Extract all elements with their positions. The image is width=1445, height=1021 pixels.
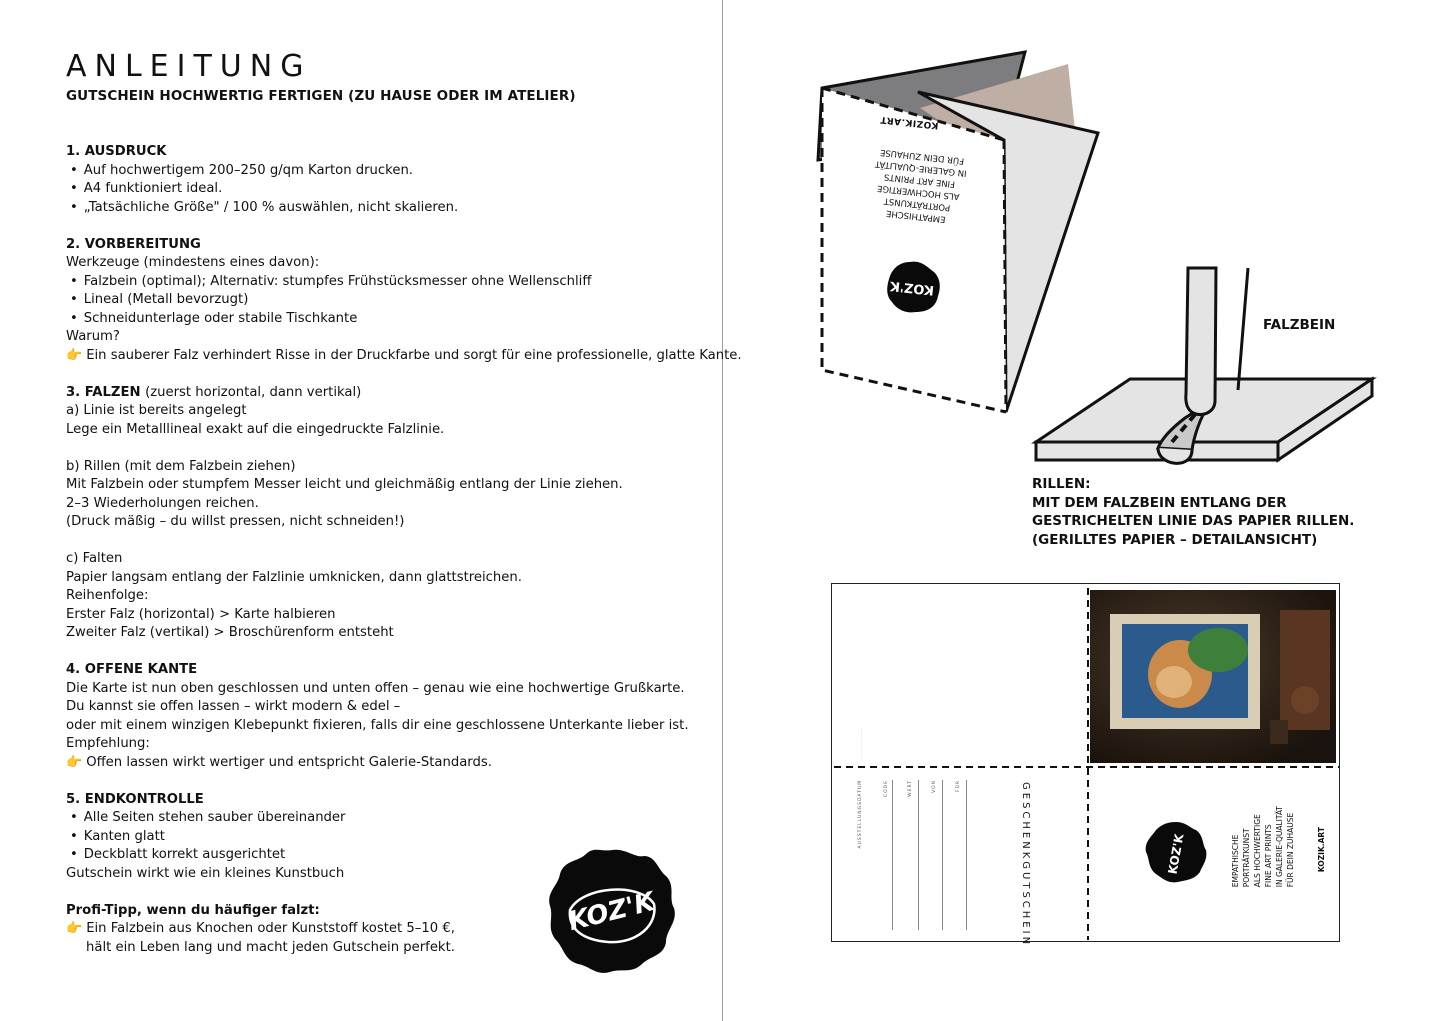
section-text: Mit Falzbein oder stumpfem Messer leicht… [66,477,623,492]
folding-illustration: KOZ'K [816,50,1377,465]
section-heading: 3. FALZEN (zuerst horizontal, dann verti… [66,384,716,403]
svg-text:KOZ'K: KOZ'K [888,278,934,298]
section-heading-note: (zuerst horizontal, dann vertikal) [145,384,362,400]
voucher-back-claim: EMPATHISCHE PORTRÄTKUNST ALS HOCHWERTIGE… [1231,806,1295,888]
voucher-field-label: WERT [908,780,913,797]
list-item: Lineal (Metall bevorzugt) [66,291,716,310]
voucher-field-label: AUSSTELLUNGSDATUM [858,780,863,849]
section-text: (Druck mäßig – du willst pressen, nicht … [66,514,405,529]
section-text: oder mit einem winzigen Klebepunkt fixie… [66,717,689,733]
page-title: ANLEITUNG [66,49,312,84]
list-item: Alle Seiten stehen sauber übereinander [66,809,716,828]
falzbein-tool [1184,266,1218,416]
section-text: Lege ein Metalllineal exakt auf die eing… [66,421,445,437]
artwork-photo [1090,590,1336,763]
section-text: Werkzeuge (mindestens eines davon): [66,255,320,270]
tip-text: Ein Falzbein aus Knochen oder Kunststoff… [86,921,455,936]
section-text: Du kannst sie offen lassen – wirkt moder… [66,699,401,714]
tip-text: hält ein Leben lang und macht jeden Guts… [86,939,455,955]
section-text: Erster Falz (horizontal) > Karte halbier… [66,606,336,622]
list-item: Schneidunterlage oder stabile Tischkante [66,310,716,329]
voucher-fold-lines [834,588,1339,940]
section-text: b) Rillen (mit dem Falzbein ziehen) [66,458,296,474]
page-divider [722,0,723,1021]
section-heading-text: 3. FALZEN [66,384,141,400]
section-heading: 1. AUSDRUCK [66,144,167,159]
instructions-page: ANLEITUNG GUTSCHEIN HOCHWERTIG FERTIGEN … [66,48,742,976]
board-side [1276,376,1374,463]
section-text: Reihenfolge: [66,588,149,603]
section-text: 2–3 Wiederholungen reichen. [66,495,259,511]
brochure-seal-logo: KOZ'K [887,261,940,313]
section-text: Die Karte ist nun oben geschlossen und u… [66,680,685,696]
pointing-hand-icon: 👉 [66,921,83,936]
voucher-seal-logo: KOZ'K [1145,822,1207,883]
section-vorbereitung: 2. VORBEREITUNG Werkzeuge (mindestens ei… [66,236,742,366]
section-profi-tipp: Profi-Tipp, wenn du häufiger falzt: 👉Ein… [66,902,716,958]
page-subtitle: GUTSCHEIN HOCHWERTIG FERTIGEN (ZU HAUSE … [66,88,576,104]
instructions-content: 1. AUSDRUCK Auf hochwertigem 200–250 g/q… [66,143,742,958]
section-text: Gutschein wirkt wie ein kleines Kunstbuc… [66,865,345,881]
list-item: Falzbein (optimal); Alternativ: stumpfes… [66,273,716,292]
tip-line: 👉Ein Falzbein aus Knochen oder Kunststof… [66,920,716,939]
rillen-caption: RILLEN: MIT DEM FALZBEIN ENTLANG DER GES… [1032,476,1355,548]
section-text: Zweiter Falz (vertikal) > Broschürenform… [66,625,394,640]
section-text: c) Falten [66,551,123,566]
list-item: A4 funktioniert ideal. [66,180,716,199]
pointing-hand-icon: 👉 [66,754,83,770]
list-item: Kanten glatt [66,828,716,847]
voucher-preview: · · · · · · · · · · · · · · GESCHENKGUTS… [831,583,1340,947]
voucher-field-label: CODE [884,780,889,797]
list-item: „Tatsächliche Größe" / 100 % auswählen, … [66,199,716,218]
section-text: a) Linie ist bereits angelegt [66,403,247,418]
section-text: Empfehlung: [66,736,150,751]
brochure-claim: EMPATHISCHE PORTRÄTKUNST ALS HOCHWERTIGE… [874,146,968,224]
pointing-hand-icon: 👉 [66,347,83,363]
section-heading: 2. VORBEREITUNG [66,236,201,252]
section-heading: 5. ENDKONTROLLE [66,791,204,807]
section-ausdruck: 1. AUSDRUCK Auf hochwertigem 200–250 g/q… [66,143,716,217]
section-offene-kante: 4. OFFENE KANTE Die Karte ist nun oben g… [66,661,716,772]
section-heading: Profi-Tipp, wenn du häufiger falzt: [66,902,320,918]
voucher-field-label: FÜR [956,780,961,793]
section-text: Warum? [66,329,120,344]
brochure-front-page [822,88,1006,412]
tip-text: Ein sauberer Falz verhindert Risse in de… [86,347,742,363]
list-item: Auf hochwertigem 200–250 g/qm Karton dru… [66,162,716,181]
voucher-brand: KOZIK.ART [1317,827,1326,873]
list-item: Deckblatt korrekt ausgerichtet [66,846,716,865]
tip-text: Offen lassen wirkt wertiger und entspric… [86,754,492,770]
section-endkontrolle: 5. ENDKONTROLLE Alle Seiten stehen saube… [66,791,716,884]
kozik-seal-logo: KOZ'K [549,849,675,973]
falzbein-label: FALZBEIN [1263,317,1336,333]
tip-line: 👉Offen lassen wirkt wertiger und entspri… [66,754,716,773]
section-falzen: 3. FALZEN (zuerst horizontal, dann verti… [66,384,716,643]
section-heading: 4. OFFENE KANTE [66,662,198,677]
tip-line: 👉Ein sauberer Falz verhindert Risse in d… [66,347,742,366]
voucher-field-label: VON [932,780,937,793]
voucher-title: GESCHENKGUTSCHEIN [1020,782,1031,948]
section-text: Papier langsam entlang der Falzlinie umk… [66,569,522,585]
